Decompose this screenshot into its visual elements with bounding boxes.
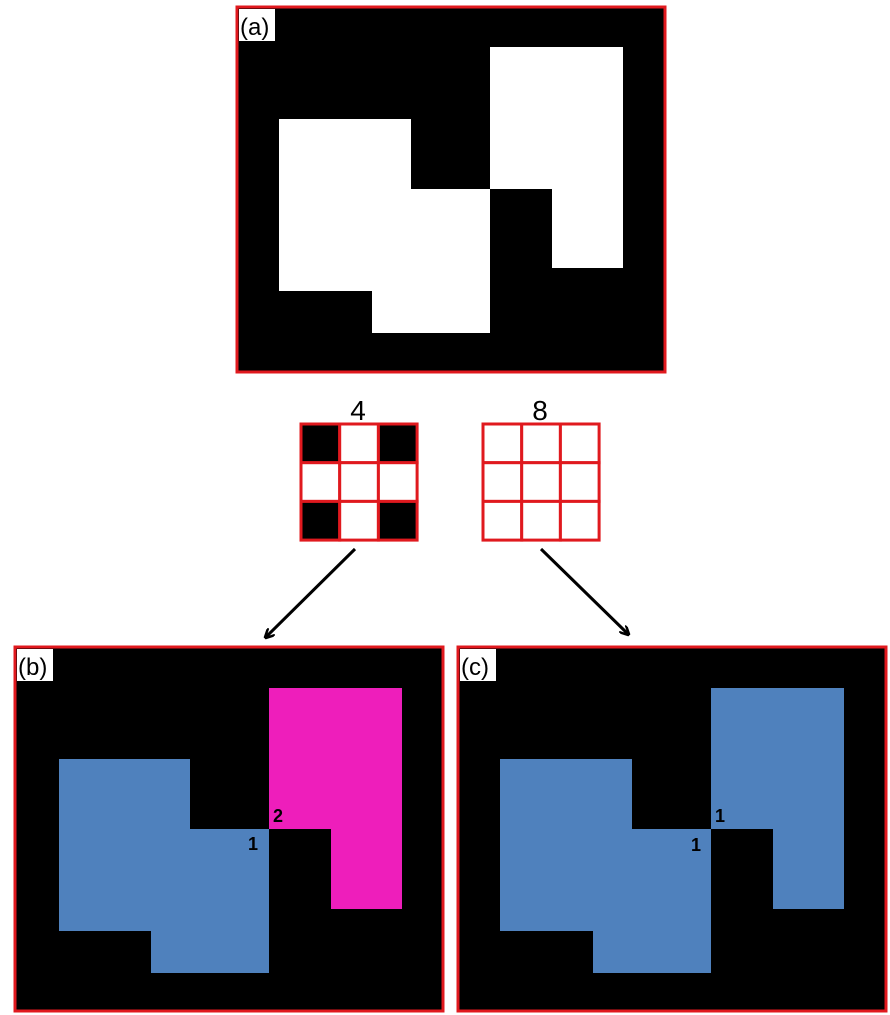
grid-8-connectivity: 8: [481, 395, 601, 542]
panel-c-region-number-left: 1: [691, 835, 701, 855]
arrow-to-panel-b: [266, 547, 357, 637]
panel-c-region-blue: [500, 688, 844, 973]
panel-b-region-number-2: 2: [273, 806, 283, 826]
grid-8-cell-1-0: [481, 461, 524, 503]
panel-a-label: (a): [240, 14, 269, 41]
panel-a-left-shape: [279, 119, 490, 333]
grid-4-cell-0-0: [299, 422, 342, 465]
panel-b-label-bg: [17, 649, 53, 681]
grid-8-cell-1-1: [520, 461, 562, 503]
grid-4-cell-2-2: [376, 499, 419, 542]
grid-4-cell-1-1: [338, 461, 380, 503]
grid-8-cell-2-2: [558, 499, 601, 542]
grid-4-label: 4: [350, 395, 366, 426]
grid-8-label: 8: [532, 395, 548, 426]
panel-c: (c) 1 1: [456, 645, 888, 1013]
panel-a: (a): [235, 5, 667, 374]
panel-c-label: (c): [461, 654, 489, 681]
grid-4-cell-0-1: [338, 422, 380, 465]
grid-8-cell-1-2: [558, 461, 601, 503]
panel-c-region-number-right: 1: [715, 806, 725, 826]
grid-4-cell-0-2: [376, 422, 419, 465]
panel-b-region-blue: [59, 759, 269, 973]
panel-c-label-bg: [460, 649, 496, 681]
grid-4-connectivity: 4: [299, 395, 419, 542]
panel-b-label: (b): [18, 654, 47, 681]
grid-8-cell-2-0: [481, 499, 524, 542]
panel-a-label-bg: [239, 9, 275, 41]
grid-4-cell-2-0: [299, 499, 342, 542]
grid-4-cell-2-1: [338, 499, 380, 542]
grid-8-cell-2-1: [520, 499, 562, 542]
panel-b-region-magenta: [269, 688, 402, 909]
arrow-to-panel-c: [539, 547, 628, 634]
grid-8-cell-0-1: [520, 422, 562, 465]
grid-8-cell-0-2: [558, 422, 601, 465]
grid-8-cell-0-0: [481, 422, 524, 465]
panel-a-right-shape: [490, 47, 623, 268]
panel-b-region-number-1: 1: [248, 834, 258, 854]
grid-4-cell-1-2: [376, 461, 419, 503]
grid-4-cell-1-0: [299, 461, 342, 503]
panel-b: (b) 1 2: [13, 645, 445, 1013]
